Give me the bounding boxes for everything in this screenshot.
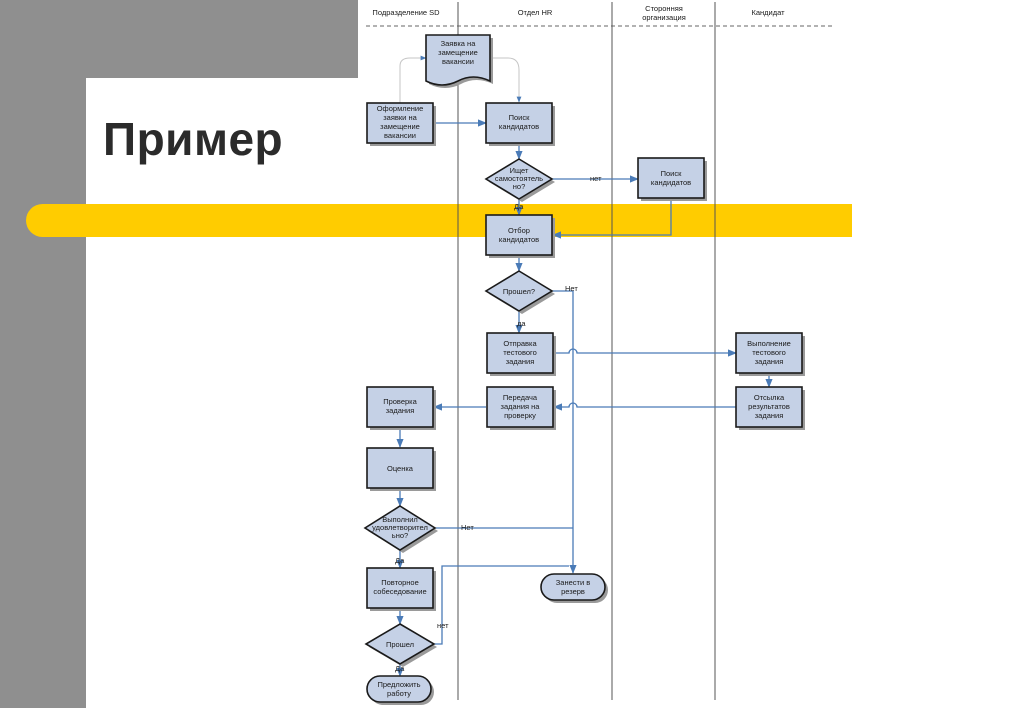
label-yes-passed1: да — [517, 319, 526, 328]
passed2-text: Прошел — [386, 640, 414, 649]
passed1-text: Прошел? — [503, 287, 535, 296]
yellow-accent-bar — [26, 204, 852, 237]
content-panel — [86, 78, 386, 718]
label-no-self: нет — [590, 174, 602, 183]
label-no-passed1: Нет — [565, 284, 578, 293]
top-gray-band — [0, 0, 358, 78]
score-text: Оценка — [387, 464, 414, 473]
edge-passed2-no — [434, 565, 569, 645]
connectors — [396, 55, 773, 677]
lane-header-candidate: Кандидат — [751, 8, 785, 17]
node-score: Оценка — [366, 447, 436, 491]
label-no-satisfied: Нет — [461, 523, 474, 532]
label-yes-passed2: Да — [395, 664, 405, 673]
lane-header-sd: Подразделение SD — [372, 8, 440, 17]
label-yes-self: Да — [514, 202, 524, 211]
label-yes-satisfied: Да — [395, 556, 405, 565]
edge-external-to-select — [552, 198, 672, 239]
edge-passed-no-reserve — [552, 290, 577, 574]
left-gray-band — [0, 0, 86, 708]
node-passed2-decision: Прошел — [364, 623, 437, 667]
edge-doc-to-search — [490, 57, 522, 103]
edge-form-to-doc — [399, 55, 427, 103]
edge-send-test — [553, 348, 737, 357]
edge-results-to-transfer — [553, 402, 736, 411]
label-no-passed2: нет — [437, 621, 449, 630]
lane-header-hr: Отдел HR — [518, 8, 553, 17]
node-passed1-decision: Прошел? — [484, 270, 555, 314]
slide-title: Пример — [103, 113, 284, 165]
edge-labels: нет Да Нет да Нет Да нет Да — [395, 174, 602, 673]
